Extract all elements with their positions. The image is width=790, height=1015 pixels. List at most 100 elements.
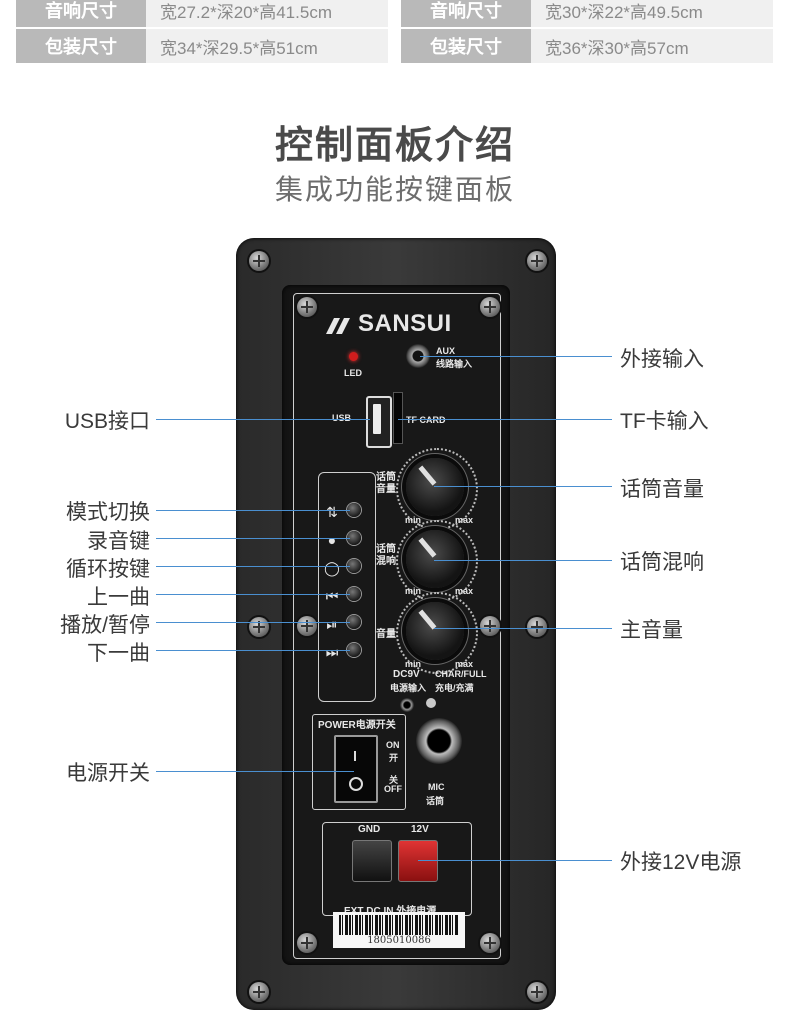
gnd-terminal[interactable] <box>352 840 392 882</box>
spec-value: 宽27.2*深20*高41.5cm <box>146 0 388 27</box>
charge-label-cn: 充电/充满 <box>435 683 474 693</box>
max-label: max <box>455 586 474 596</box>
dc9v-label: DC9V <box>393 669 420 680</box>
brand-logo-text: SANSUI <box>358 310 452 337</box>
callout-line <box>398 419 612 420</box>
callout-label-usb: USB接口 <box>64 410 150 433</box>
callout-label-power: 电源开关 <box>66 762 150 785</box>
previous-track-button[interactable] <box>347 587 361 601</box>
screw-icon <box>249 251 269 271</box>
led-label: LED <box>344 368 362 378</box>
spec-row: 音响尺寸 宽30*深22*高49.5cm <box>401 0 773 27</box>
section-subtitle: 集成功能按键面板 <box>274 174 515 205</box>
power-label: POWER电源开关 <box>318 720 396 731</box>
sansui-logo-icon <box>326 318 350 334</box>
callout-label-mode: 模式切换 <box>66 501 150 524</box>
power-rocker-switch[interactable] <box>334 735 378 803</box>
gnd-label: GND <box>358 824 381 835</box>
mic-label-cn: 话筒 <box>426 796 445 806</box>
callout-line <box>434 628 612 629</box>
12v-terminal[interactable] <box>398 840 438 882</box>
screw-icon <box>249 617 269 637</box>
spec-key: 包装尺寸 <box>16 29 146 63</box>
callout-label-master-volume: 主音量 <box>620 619 683 642</box>
spec-table-right: 音响尺寸 宽30*深22*高49.5cm 包装尺寸 宽36*深30*高57cm <box>401 0 773 70</box>
callout-line <box>156 419 370 420</box>
callout-label-record: 录音键 <box>87 530 150 553</box>
record-button[interactable] <box>347 531 361 545</box>
led-indicator <box>349 352 358 361</box>
usb-port[interactable] <box>366 396 392 448</box>
callout-line <box>156 771 354 772</box>
callout-line <box>156 622 350 623</box>
tf-card-slot[interactable] <box>393 392 403 444</box>
mic-input-jack[interactable] <box>416 718 462 764</box>
screw-icon <box>527 617 547 637</box>
mic-label: MIC <box>428 782 445 792</box>
screw-icon <box>527 251 547 271</box>
callout-label-tf: TF卡输入 <box>620 410 709 433</box>
play-pause-button[interactable] <box>347 615 361 629</box>
barcode-sticker: 1805010086 <box>333 912 465 948</box>
previous-track-icon: ⏮ <box>325 588 339 604</box>
callout-line <box>418 860 612 861</box>
mic-echo-knob[interactable] <box>406 530 464 588</box>
callout-line <box>156 510 350 511</box>
spec-key: 包装尺寸 <box>401 29 531 63</box>
dc-input-jack[interactable] <box>400 698 414 712</box>
callout-line <box>434 560 612 561</box>
callout-line <box>156 538 350 539</box>
spec-table-left: 音响尺寸 宽27.2*深20*高41.5cm 包装尺寸 宽34*深29.5*高5… <box>16 0 388 70</box>
spec-value: 宽34*深29.5*高51cm <box>146 29 388 63</box>
callout-label-loop: 循环按键 <box>66 558 150 581</box>
aux-label: AUX <box>436 346 456 356</box>
12v-label: 12V <box>411 824 429 835</box>
screw-icon <box>297 933 317 953</box>
section-title: 控制面板介绍 <box>274 125 515 167</box>
knob-scale <box>396 592 478 674</box>
callout-label-ext-12v: 外接12V电源 <box>620 851 742 874</box>
off-mark-icon <box>349 777 363 791</box>
ext-dc-label: EXT DC IN 外接电源 <box>344 902 436 917</box>
callout-label-aux: 外接输入 <box>620 348 704 371</box>
spec-row: 包装尺寸 宽36*深30*高57cm <box>401 29 773 63</box>
spec-row: 包装尺寸 宽34*深29.5*高51cm <box>16 29 388 63</box>
mode-switch-button[interactable] <box>347 503 361 517</box>
charge-label: CHAR/FULL <box>435 669 487 679</box>
callout-line <box>156 650 350 651</box>
master-volume-knob[interactable] <box>406 602 464 660</box>
min-label: min <box>405 586 422 596</box>
next-track-button[interactable] <box>347 643 361 657</box>
loop-button[interactable] <box>347 559 361 573</box>
mic-volume-label: 话筒 音量 <box>376 472 396 495</box>
next-track-icon: ⏭ <box>325 644 339 660</box>
callout-label-mic-echo: 话筒混响 <box>620 551 704 574</box>
callout-label-previous: 上一曲 <box>87 586 150 609</box>
power-switch-group <box>312 714 406 810</box>
charge-led <box>426 698 436 708</box>
callout-line <box>434 486 612 487</box>
barcode-number: 1805010086 <box>367 935 431 946</box>
on-label-cn: 开 <box>389 753 399 763</box>
loop-icon: ◯ <box>324 560 340 576</box>
screw-icon <box>297 297 317 317</box>
barcode-bars <box>339 915 459 935</box>
record-icon: ● <box>327 532 337 548</box>
screw-icon <box>480 297 500 317</box>
callout-line <box>420 356 612 357</box>
mic-volume-knob[interactable] <box>406 458 464 516</box>
callout-label-mic-volume: 话筒音量 <box>620 478 704 501</box>
spec-row: 音响尺寸 宽27.2*深20*高41.5cm <box>16 0 388 27</box>
mode-switch-icon: ⇅ <box>326 504 338 520</box>
screw-icon <box>527 982 547 1002</box>
on-label: ON <box>386 740 400 750</box>
play-pause-icon: ⏯ <box>326 616 338 632</box>
spec-value: 宽30*深22*高49.5cm <box>531 0 773 27</box>
max-label: max <box>455 659 474 669</box>
off-label-cn: 关 <box>389 775 399 785</box>
tf-card-label: TF CARD <box>406 415 446 425</box>
screw-icon <box>480 616 500 636</box>
master-volume-label: 音量 <box>376 629 396 640</box>
screw-icon <box>297 616 317 636</box>
callout-label-next: 下一曲 <box>87 642 150 665</box>
